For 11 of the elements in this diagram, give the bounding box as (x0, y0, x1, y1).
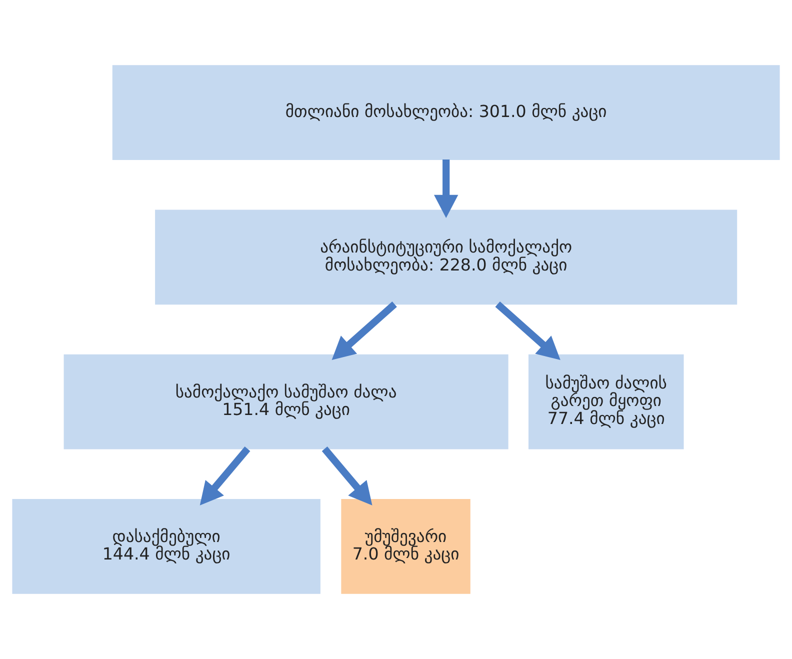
arrow (495, 302, 560, 360)
node-box: უმუშევარი 7.0 მლნ კაცი (341, 499, 470, 594)
arrow (332, 302, 397, 360)
node-box: სამოქალაქო სამუშაო ძალა 151.4 მლნ კაცი (64, 354, 508, 450)
node-box: არაინსტიტუციური სამოქალაქო მოსახლეობა: 228.0 მლნ კაცი (155, 210, 738, 305)
node-box: სამუშაო ძალის გარეთ მყოფი 77.4 მლნ კაცი (528, 354, 684, 450)
arrow (434, 160, 458, 218)
node-box: დასაქმებული 144.4 მლნ კაცი (12, 499, 320, 594)
arrow (322, 446, 372, 506)
node-box: მთლიანი მოსახლეობა: 301.0 მლნ კაცი (112, 65, 780, 160)
arrow (200, 446, 250, 506)
